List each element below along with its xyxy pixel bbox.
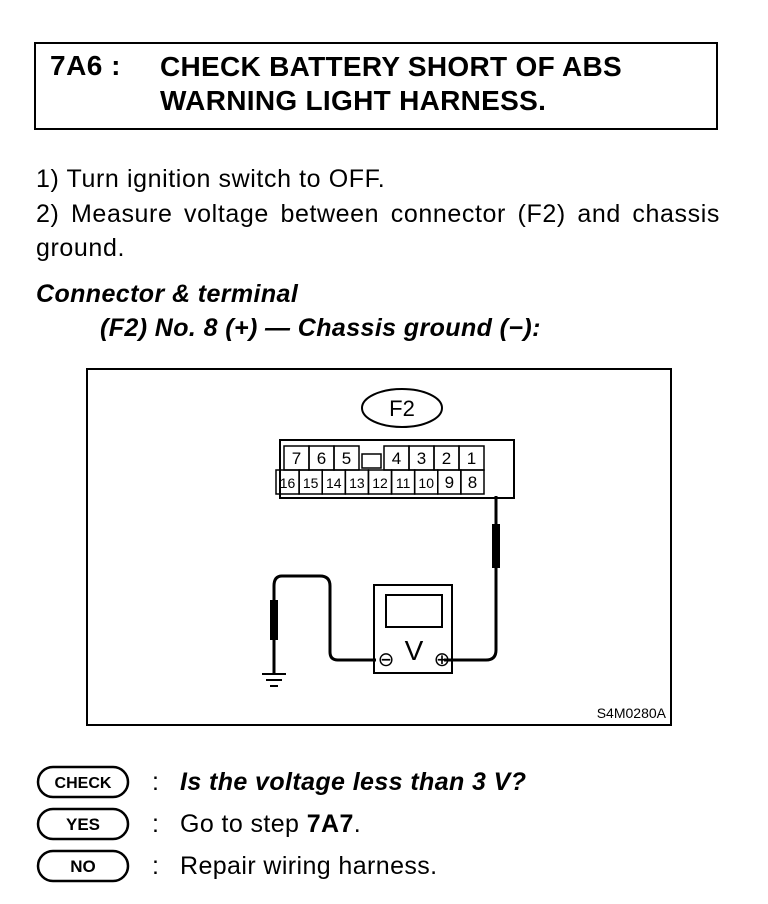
positive-terminal: ⊕ [434, 649, 451, 671]
connector-housing [279, 439, 515, 499]
terminal-number: 9 [445, 473, 454, 492]
terminal-number: 3 [417, 449, 426, 468]
terminal-number: 15 [303, 475, 319, 491]
voltmeter-display [385, 594, 443, 628]
terminal-number: 13 [349, 475, 365, 491]
terminal-number: 6 [317, 449, 326, 468]
terminal-number: 8 [468, 473, 477, 492]
negative-terminal: ⊖ [378, 649, 395, 671]
check-colon: : [152, 768, 159, 796]
terminal-cell [460, 469, 485, 495]
connector-heading: Connector & terminal [36, 280, 299, 308]
probe-negative [270, 600, 278, 640]
terminal-number: 1 [467, 449, 476, 468]
probe-positive-wire [444, 496, 500, 662]
step-title-box: 7A6 : CHECK BATTERY SHORT OF ABS WARNING… [34, 42, 718, 130]
terminal-number: 16 [280, 475, 296, 491]
no-badge-label: NO [70, 857, 96, 876]
terminal-number: 10 [418, 475, 434, 491]
instruction-1: 1) Turn ignition switch to OFF. [36, 165, 386, 193]
check-badge: CHECK [36, 765, 130, 799]
yes-target-step: 7A7 [306, 810, 354, 838]
terminal-number: 14 [326, 475, 342, 491]
step-title-line-1: CHECK BATTERY SHORT OF ABS [160, 51, 623, 82]
diagram-frame [86, 368, 672, 726]
terminal-number: 4 [392, 449, 401, 468]
connector-label: F2 [361, 388, 443, 428]
step-title: CHECK BATTERY SHORT OF ABS WARNING LIGHT… [160, 50, 622, 118]
voltmeter-body [373, 584, 453, 674]
yes-action-suffix: . [353, 810, 362, 838]
figure-code: S4M0280A [597, 705, 667, 721]
yes-colon: : [152, 810, 159, 838]
yes-action-prefix: Go to step [180, 810, 307, 838]
connector-label-text: F2 [389, 396, 415, 421]
connector-key [361, 453, 382, 469]
terminal-number: 5 [342, 449, 351, 468]
yes-badge: YES [36, 807, 130, 841]
chassis-ground-icon [262, 673, 286, 687]
no-action: Repair wiring harness. [180, 852, 438, 880]
voltmeter-symbol: V [405, 635, 424, 666]
yes-action: Go to step 7A7. [180, 807, 361, 841]
step-number: 7A6 : [50, 50, 121, 81]
voltmeter: V ⊖ ⊕ [373, 584, 453, 674]
check-badge-label: CHECK [55, 775, 112, 792]
terminal-number: 11 [396, 475, 411, 491]
no-colon: : [152, 852, 159, 880]
check-question: Is the voltage less than 3 V? [180, 768, 527, 796]
step-title-line-2: WARNING LIGHT HARNESS. [160, 85, 547, 116]
no-badge: NO [36, 849, 130, 883]
terminal-number: 2 [442, 449, 451, 468]
terminal-number: 7 [292, 449, 301, 468]
terminal-number: 12 [372, 475, 388, 491]
yes-badge-label: YES [66, 815, 100, 834]
connector-spec: (F2) No. 8 (+) — Chassis ground (−): [100, 314, 541, 342]
probe-negative-wire [270, 574, 376, 674]
probe-positive [492, 524, 500, 568]
instruction-2: 2) Measure voltage between connector (F2… [36, 200, 720, 262]
